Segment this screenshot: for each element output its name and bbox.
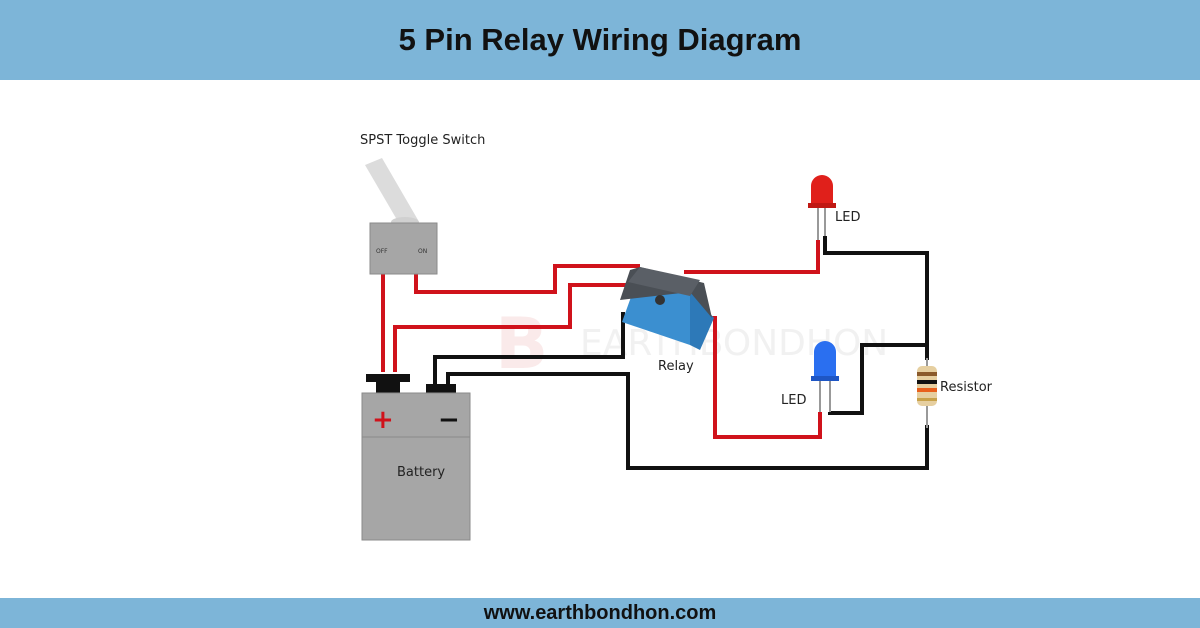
footer-url[interactable]: www.earthbondhon.com bbox=[483, 601, 717, 624]
page-title: 5 Pin Relay Wiring Diagram bbox=[398, 22, 802, 57]
switch-label: SPST Toggle Switch bbox=[360, 133, 485, 148]
wire-relay-to-red-led bbox=[684, 240, 820, 274]
watermark: B EARTHBONDHON bbox=[495, 303, 888, 385]
blue-led bbox=[811, 341, 839, 412]
header-banner: 5 Pin Relay Wiring Diagram bbox=[0, 0, 1200, 80]
plus-sign: + bbox=[372, 405, 394, 435]
minus-sign: − bbox=[438, 405, 460, 435]
wire-battery-negative-to-resistor bbox=[446, 372, 929, 470]
battery-label: Battery bbox=[397, 465, 445, 480]
wire-relay-to-battery-negative bbox=[433, 312, 625, 384]
switch-off-label: OFF bbox=[376, 248, 388, 255]
resistor-label: Resistor bbox=[940, 380, 993, 395]
wire-switch-to-relay bbox=[414, 264, 640, 294]
relay: Relay bbox=[620, 267, 714, 374]
wire-battery-positive-to-relay bbox=[393, 283, 628, 372]
svg-text:B: B bbox=[495, 303, 548, 385]
relay-label: Relay bbox=[658, 359, 694, 374]
wire-blue-led-to-resistor bbox=[828, 343, 927, 415]
svg-text:EARTHBONDHON: EARTHBONDHON bbox=[580, 323, 888, 364]
footer-banner: www.earthbondhon.com bbox=[0, 598, 1200, 628]
switch-on-label: ON bbox=[418, 248, 427, 255]
wire-red-led-to-resistor bbox=[823, 236, 929, 360]
toggle-switch: OFF ON bbox=[365, 158, 438, 275]
battery: + − Battery bbox=[361, 374, 471, 541]
blue-led-label: LED bbox=[781, 393, 806, 408]
red-led bbox=[808, 175, 836, 240]
resistor bbox=[917, 358, 937, 428]
red-led-label: LED bbox=[835, 210, 860, 225]
